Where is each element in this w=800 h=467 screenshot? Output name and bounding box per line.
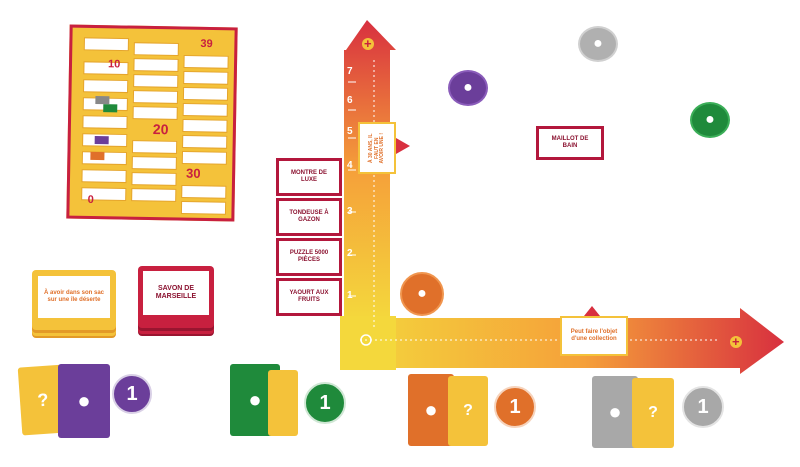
plus-marker-vertical (362, 38, 374, 50)
horizontal-criterion-card[interactable]: Peut faire l'objet d'une collection (560, 316, 628, 356)
vertical-criterion-card[interactable]: À 30 ans, il faut en avoir une ! (358, 122, 396, 174)
object-card-puzzle[interactable]: PUZZLE 5000 PIÈCES (276, 238, 342, 276)
object-card-maillot[interactable]: MAILLOT DE BAIN (536, 126, 604, 160)
plus-marker-horizontal (730, 336, 742, 348)
axis-number-2: 2 (347, 248, 353, 259)
axis-number-3: 3 (347, 206, 353, 217)
purple-location-token[interactable]: ● (448, 70, 488, 106)
thought-bubble-icon: ? (36, 389, 50, 410)
axis-number-6: 6 (347, 95, 353, 106)
axis-number-1: 1 (347, 290, 353, 301)
purple-location-card[interactable]: ● (58, 364, 110, 438)
location-pin-icon: ● (77, 388, 91, 413)
plus-symbol-horizontal: + (732, 334, 740, 349)
orange-player-set: ● ? 1 (408, 372, 558, 462)
purple-player-set: ? ● 1 (17, 360, 170, 450)
thought-bubble-icon: ? (463, 402, 473, 419)
object-card-yaourt[interactable]: YAOURT AUX FRUITS (276, 278, 342, 316)
orange-number-token[interactable]: 1 (494, 386, 536, 428)
red-deck[interactable]: SAVON DE MARSEILLE (138, 266, 214, 328)
orange-thought-card[interactable]: ? (448, 376, 488, 446)
axis-number-7: 7 (347, 66, 353, 77)
grey-location-token[interactable]: ● (578, 26, 618, 62)
green-number-token[interactable]: 1 (304, 382, 346, 424)
purple-number-token[interactable]: 1 (112, 374, 152, 414)
location-pin-icon: ● (593, 35, 603, 52)
green-thought-card[interactable] (268, 370, 298, 436)
grey-location-card[interactable]: ● (592, 376, 638, 448)
location-pin-icon: ● (248, 387, 262, 412)
plus-symbol-vertical: + (364, 36, 372, 51)
grey-player-set: ● ? 1 (592, 372, 742, 462)
location-pin-icon: ● (705, 111, 715, 128)
score-track (81, 37, 229, 215)
orange-location-token[interactable]: ● (400, 272, 444, 316)
score-board: 39 10 20 30 0 (66, 24, 238, 222)
object-card-montre[interactable]: MONTRE DE LUXE (276, 158, 342, 196)
grey-number-token[interactable]: 1 (682, 386, 724, 428)
location-pin-icon: ● (417, 285, 427, 302)
green-location-token[interactable]: ● (690, 102, 730, 138)
grey-thought-card[interactable]: ? (632, 378, 674, 448)
yellow-deck[interactable]: À avoir dans son sac sur une île déserte (32, 270, 116, 330)
axis-number-4: 4 (347, 160, 353, 171)
orange-location-card[interactable]: ● (408, 374, 454, 446)
green-player-set: ● 1 (228, 360, 378, 450)
axis-number-5: 5 (347, 126, 353, 137)
thought-bubble-icon: ? (648, 404, 658, 421)
location-pin-icon: ● (608, 399, 622, 424)
object-card-tondeuse[interactable]: TONDEUSE À GAZON (276, 198, 342, 236)
location-pin-icon: ● (463, 79, 473, 96)
location-pin-icon: ● (424, 397, 438, 422)
